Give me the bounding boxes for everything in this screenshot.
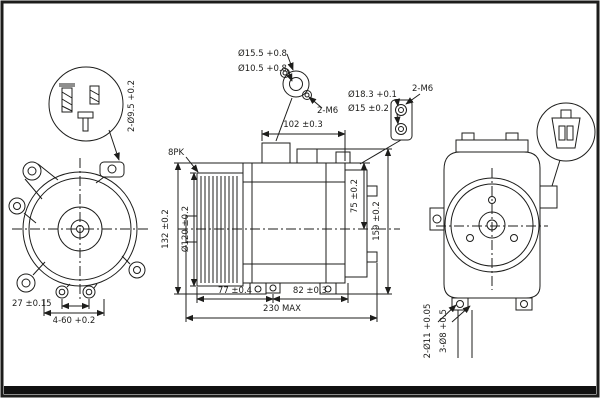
dim-port-b-outer: Ø18.3 +0.1 [348,90,397,100]
center-view-dimensions [174,130,392,322]
belt-type-label: 8PK [168,148,185,158]
dim-mount-holes-a: 2-Ø11 +0.05 [423,303,433,359]
dim-hole-spacing: 27 ±0.15 [12,299,52,309]
dim-mount-holes-b: 3-Ø8 +0.5 [439,309,449,353]
left-view-dimensions [43,299,105,317]
port-detail-b [359,93,421,165]
connector-detail-circle [536,102,596,162]
dim-mount-spacing: 4-60 +0.2 [52,316,96,326]
dim-port-b-bolts: 2-M6 [412,84,434,94]
center-view [178,142,400,295]
dim-port-a-inner: Ø10.5 +0.8 [238,64,287,74]
dim-center-height: 75 ±0.2 [350,178,360,214]
dim-port-a-bolts: 2-M6 [317,106,339,116]
left-detail-circle [48,66,124,161]
dim-front-length: 77 ±0.4 [217,286,253,296]
right-view [429,132,561,358]
dim-port-a-outer: Ø15.5 +0.8 [238,49,287,59]
dim-top-width: 102 ±0.3 [283,120,323,130]
dim-port-b-inner: Ø15 ±0.2 [348,104,389,114]
dim-body-height: 132 ±0.2 [161,209,171,249]
dim-total-height: 159 ±0.2 [372,201,382,241]
dim-detail-bolt-holes: 2-Ø9.5 +0.2 [127,79,137,133]
dim-rear-length: 82 ±0.3 [292,286,328,296]
dim-total-length: 230 MAX [263,304,301,314]
left-view [8,158,150,302]
dim-pulley-dia: Ø120 ±0.2 [181,205,191,253]
